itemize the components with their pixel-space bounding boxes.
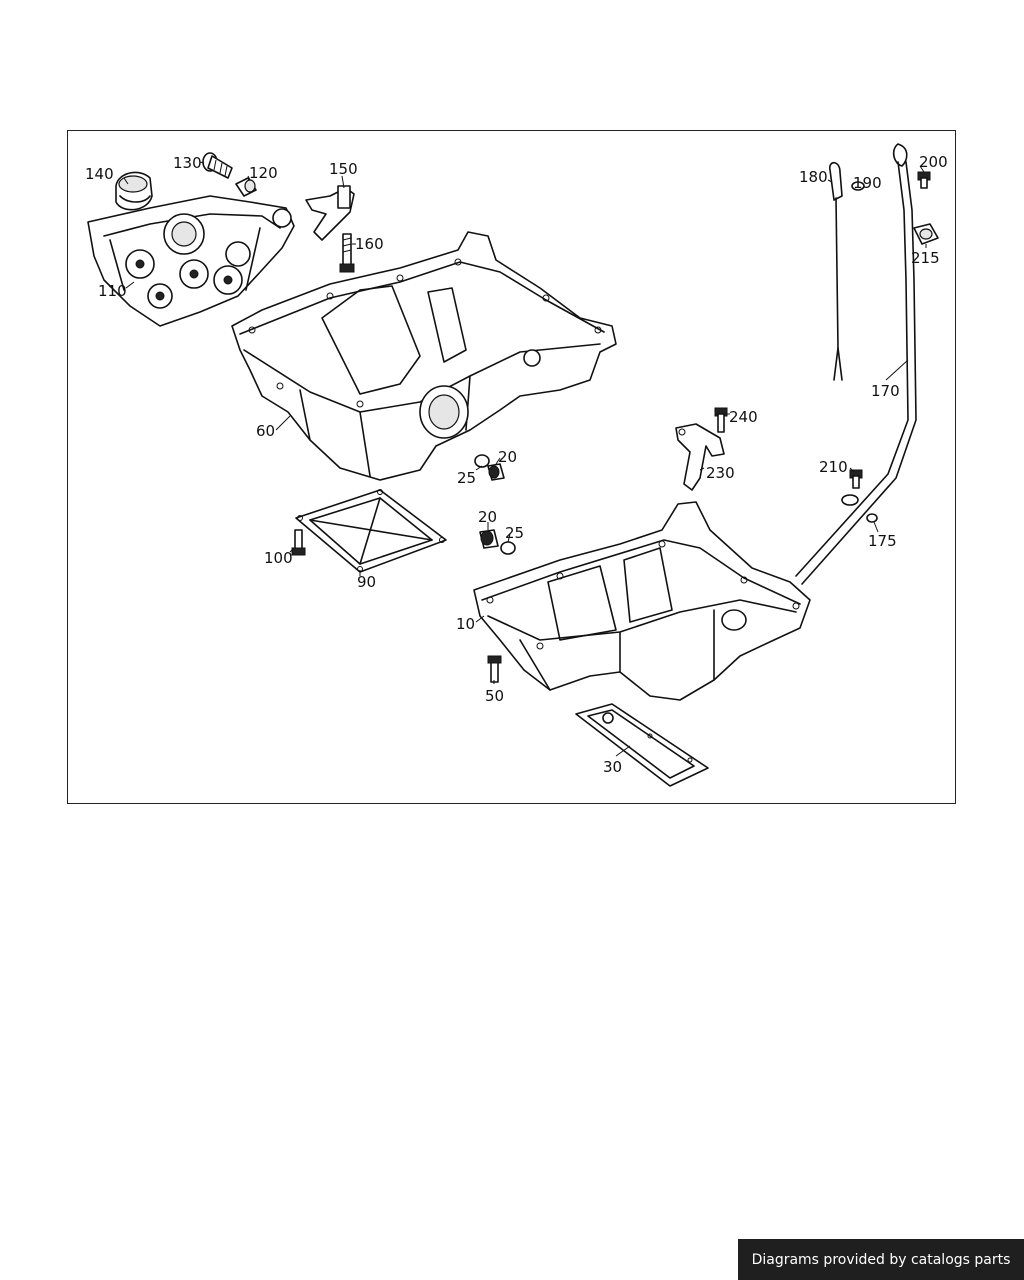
- part-30-gasket[interactable]: [575, 703, 709, 787]
- part-90-gasket[interactable]: [295, 489, 447, 573]
- part-140-bushing[interactable]: [115, 171, 153, 211]
- part-20-drain-plug-upper[interactable]: [487, 463, 505, 481]
- callout-25-lower: 25: [505, 524, 524, 542]
- part-210-bolt[interactable]: [849, 469, 863, 489]
- callout-90: 90: [357, 573, 376, 591]
- credit-banner: Diagrams provided by catalogs parts: [738, 1239, 1024, 1280]
- callout-215: 215: [911, 249, 940, 267]
- callout-20-upper: 20: [498, 448, 517, 466]
- part-120-sleeve[interactable]: [235, 177, 257, 197]
- part-230-bracket[interactable]: [675, 423, 725, 491]
- callout-25-upper: 25: [457, 469, 476, 487]
- callout-labels: 140 130 120 150 160 110 60 25 20 20 25 1…: [85, 153, 948, 776]
- callout-160: 160: [355, 235, 384, 253]
- callout-180: 180: [799, 168, 828, 186]
- callout-20-lower: 20: [478, 508, 497, 526]
- part-160-bolt[interactable]: [339, 233, 355, 273]
- part-130-bolt[interactable]: [202, 152, 233, 179]
- callout-100: 100: [264, 549, 293, 567]
- part-240-bolt[interactable]: [714, 407, 728, 433]
- part-175-o-ring[interactable]: [866, 513, 878, 523]
- callout-190: 190: [853, 174, 882, 192]
- callout-140: 140: [85, 165, 114, 183]
- part-25-seal-ring-upper[interactable]: [474, 454, 490, 468]
- callout-110: 110: [98, 282, 127, 300]
- part-20-drain-plug-lower[interactable]: [479, 529, 499, 549]
- part-180-dipstick[interactable]: [829, 161, 843, 381]
- part-215-clip[interactable]: [913, 223, 939, 245]
- part-10-lower-oil-pan[interactable]: [473, 501, 811, 701]
- part-100-bolt[interactable]: [291, 529, 306, 556]
- callout-120: 120: [249, 164, 278, 182]
- callout-130: 130: [173, 154, 202, 172]
- callout-175: 175: [868, 532, 897, 550]
- part-170-guide-tube[interactable]: [795, 143, 917, 585]
- leader-lines: [123, 161, 927, 757]
- callout-240: 240: [729, 408, 758, 426]
- part-150-bracket[interactable]: [305, 185, 355, 241]
- part-200-bolt[interactable]: [917, 171, 931, 189]
- part-50-bolt[interactable]: [487, 655, 502, 683]
- diagram-frame: [67, 130, 956, 804]
- callout-170: 170: [871, 382, 900, 400]
- part-25-seal-ring-lower[interactable]: [500, 541, 516, 555]
- callout-30: 30: [603, 758, 622, 776]
- part-110-front-cover[interactable]: [87, 195, 295, 327]
- callout-230: 230: [706, 464, 735, 482]
- callout-200: 200: [919, 153, 948, 171]
- part-60-upper-oil-pan[interactable]: [231, 231, 617, 481]
- callout-60: 60: [256, 422, 275, 440]
- callout-150: 150: [329, 160, 358, 178]
- callout-210: 210: [819, 458, 848, 476]
- callout-50: 50: [485, 687, 504, 705]
- callout-10: 10: [456, 615, 475, 633]
